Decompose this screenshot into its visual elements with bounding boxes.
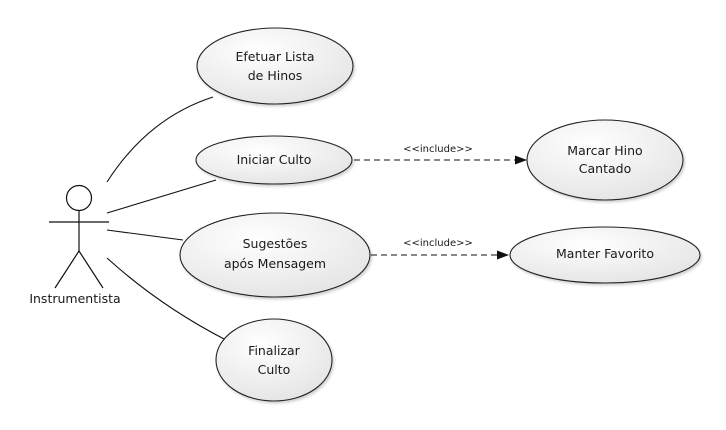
usecase-label-line2: Cantado (579, 161, 631, 176)
association-efetuar-lista (106, 96, 214, 183)
usecase-label-line2: Culto (258, 362, 291, 377)
actor-head (65, 184, 93, 212)
association-iniciar-culto (106, 179, 217, 214)
actor-right-leg (78, 250, 104, 289)
actor-left-leg (54, 250, 80, 289)
usecase-label-line1: Finalizar (248, 343, 301, 358)
actor-instrumentista[interactable]: Instrumentista (29, 184, 121, 307)
usecase-label-line2: de Hinos (248, 68, 303, 83)
usecase-iniciar-culto[interactable]: Iniciar Culto (195, 135, 353, 185)
usecase-manter-favorito[interactable]: Manter Favorito (509, 226, 701, 284)
include-arrowhead-1 (515, 155, 527, 165)
association-sugestoes (106, 229, 184, 241)
include-label-1: <<include>> (403, 144, 473, 155)
association-finalizar-culto (106, 257, 227, 341)
usecase-label-line1: Efetuar Lista (235, 49, 314, 64)
usecase-label-line1: Sugestões (243, 236, 308, 251)
usecase-marcar-hino-cantado[interactable]: Marcar Hino Cantado (526, 119, 684, 201)
usecase-label-line2: após Mensagem (224, 256, 326, 271)
include-label-2: <<include>> (403, 238, 473, 249)
usecase-finalizar-culto[interactable]: Finalizar Culto (215, 318, 333, 402)
actor-label: Instrumentista (29, 291, 120, 306)
usecase-efetuar-lista-de-hinos[interactable]: Efetuar Lista de Hinos (196, 27, 354, 105)
usecase-label-line1: Marcar Hino (567, 143, 642, 158)
usecase-label: Manter Favorito (556, 246, 654, 261)
usecase-sugestoes-apos-mensagem[interactable]: Sugestões após Mensagem (179, 212, 371, 298)
include-arrowhead-2 (497, 250, 509, 260)
usecase-label: Iniciar Culto (237, 152, 312, 167)
